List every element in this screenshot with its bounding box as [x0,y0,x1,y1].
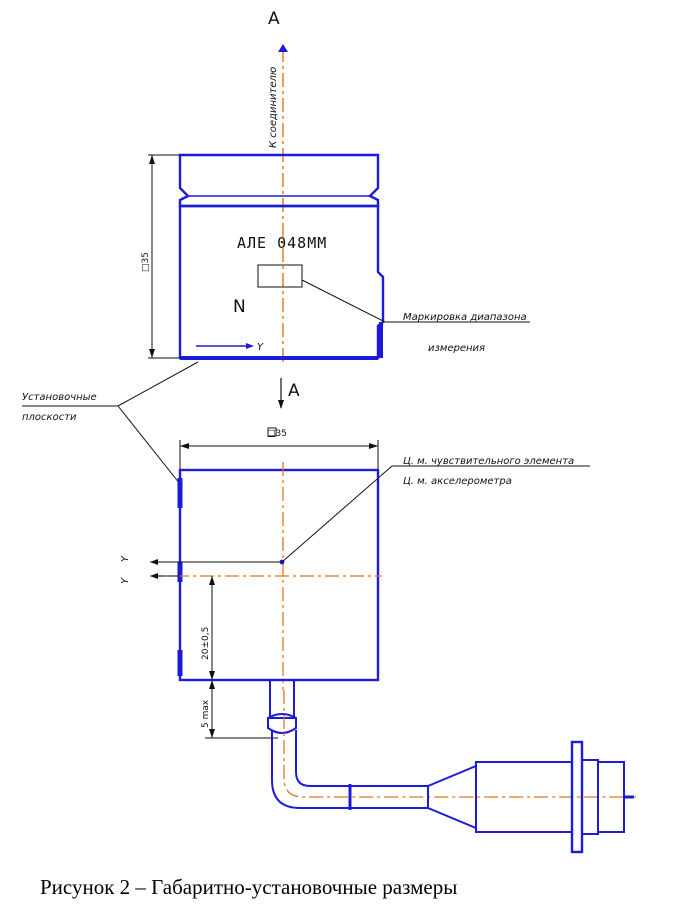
cable-outer [271,730,350,809]
cable-centerline [283,690,636,798]
serial-mark: N [233,297,246,317]
dim-height-label: □35 [141,252,151,272]
y-axis-side-arrow-2-icon [150,573,158,579]
y-axis-top-arrow-icon [246,343,254,349]
axis-arrow-icon [278,44,288,52]
connector-flange [570,740,584,854]
y-axis-side-arrow-1-icon [150,559,158,565]
cable-inner [295,730,350,787]
dim-cg-arrow-down-icon [209,671,215,680]
section-cut-arrow-icon [278,400,284,409]
dim-arrow-right-icon [369,443,378,449]
cg-leader [281,465,590,563]
dim-arrow-down-icon [149,349,155,358]
dim-arrow-left-icon [180,443,189,449]
mount-surfaces-leader-2 [117,405,181,485]
range-marking-text-2: измерения [428,343,485,354]
dim-arrow-up-icon [149,155,155,164]
dim-square-symbol [267,427,277,437]
cable-outlet-nut [267,713,297,734]
cg-sensor-text-2: Ц. м. акселерометра [403,476,512,487]
model-marking: АЛЕ 048ММ [237,234,327,252]
dim-cable-arrow-up-icon [209,680,215,689]
dim-cable-arrow-down-icon [209,729,215,738]
top-view-body [178,204,385,360]
mount-surfaces-text-2: плоскости [22,412,77,423]
section-label-mid: А [288,381,300,401]
range-marking-leader [301,279,530,323]
y-axis-side-bottom-label: Y [120,577,131,584]
dim-cg-arrow-up-icon [209,576,215,585]
top-view-rim [178,153,380,208]
range-marking-text-1: Маркировка диапазона [403,312,527,323]
range-marking-box [257,264,303,288]
figure-caption: Рисунок 2 – Габаритно-установочные разме… [40,875,458,899]
y-axis-side-top-label: Y [120,555,131,562]
connector-note: К соединителю [268,67,279,148]
cable-outlet [269,679,295,719]
technical-drawing: А К соединителю □35 АЛЕ 048ММ N Y Маркир… [22,9,636,854]
dim-cg-label: 20±0,5 [201,627,211,660]
cg-sensor-text-1: Ц. м. чувствительного элемента [403,456,574,467]
section-label-top: А [268,9,280,29]
dim-cable-label: 5 max [201,699,211,728]
y-axis-top-label: Y [257,342,264,353]
dim-width-label: □35 [267,429,287,439]
mount-surfaces-text-1: Установочные [22,392,97,403]
